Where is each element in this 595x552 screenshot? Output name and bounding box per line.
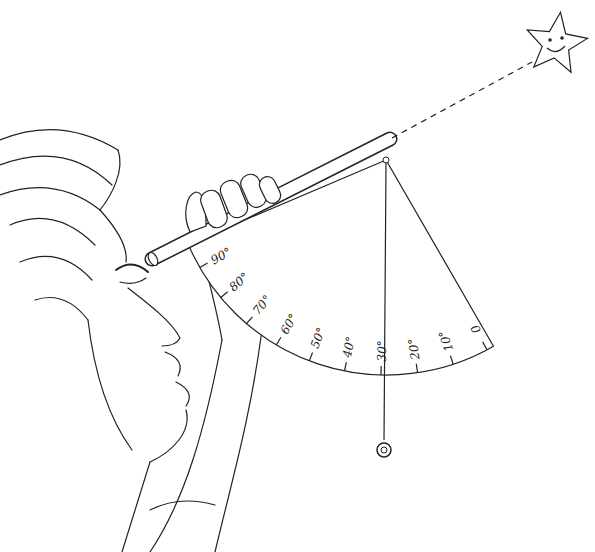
degree-label: 70° [251, 293, 274, 317]
star [527, 12, 587, 72]
sleeve [150, 501, 215, 510]
eye [116, 264, 148, 272]
hand [186, 171, 284, 232]
scale-tick [247, 317, 253, 324]
tube-end [146, 251, 159, 267]
degree-label: 20° [407, 338, 422, 361]
scale-tick [276, 337, 281, 345]
cheek [88, 320, 132, 450]
scale-tick [200, 263, 208, 268]
degree-label: 80° [227, 271, 251, 294]
hair-line [10, 218, 95, 245]
neck [122, 462, 150, 552]
eye-lid [120, 278, 146, 283]
degree-label: 30° [375, 340, 387, 362]
plumb-line [384, 163, 386, 440]
scale-tick [345, 362, 347, 371]
degree-label: 60° [278, 312, 299, 336]
degree-label: 40° [341, 336, 357, 359]
hair-line [35, 298, 88, 321]
hair-line [20, 256, 92, 280]
degree-label: 50° [308, 326, 327, 350]
scale-tick [483, 342, 487, 350]
hair-line [0, 130, 118, 150]
quadrant [146, 139, 493, 457]
degree-label: 0 [469, 322, 483, 334]
plumb-bob [377, 443, 391, 457]
finger [257, 174, 284, 206]
hair-line [100, 150, 120, 210]
lip [165, 352, 180, 376]
sighting-tube [152, 139, 390, 259]
sight-line [392, 62, 532, 138]
arm [150, 340, 222, 552]
hair-line [0, 188, 100, 210]
scale-tick [416, 364, 417, 373]
chin [150, 410, 187, 462]
star-eye [548, 38, 552, 42]
arm [215, 330, 262, 552]
pivot [383, 157, 389, 163]
scale-tick [450, 356, 453, 365]
scale-tick [380, 366, 381, 375]
face-brow [100, 210, 126, 262]
star-smile [547, 46, 565, 52]
degree-label: 90° [208, 245, 232, 266]
person [0, 130, 262, 552]
scale-tick [309, 352, 312, 360]
scale-tick [221, 292, 228, 298]
plumb-bob-hole [381, 447, 387, 453]
degree-label: 10° [437, 329, 455, 353]
star-eye [560, 36, 564, 40]
lip [176, 382, 189, 406]
sighting-tube-fill [152, 139, 390, 259]
nose [128, 288, 180, 346]
hair-line [0, 156, 112, 185]
quadrant-plate [188, 160, 493, 375]
star-shape [527, 12, 587, 72]
